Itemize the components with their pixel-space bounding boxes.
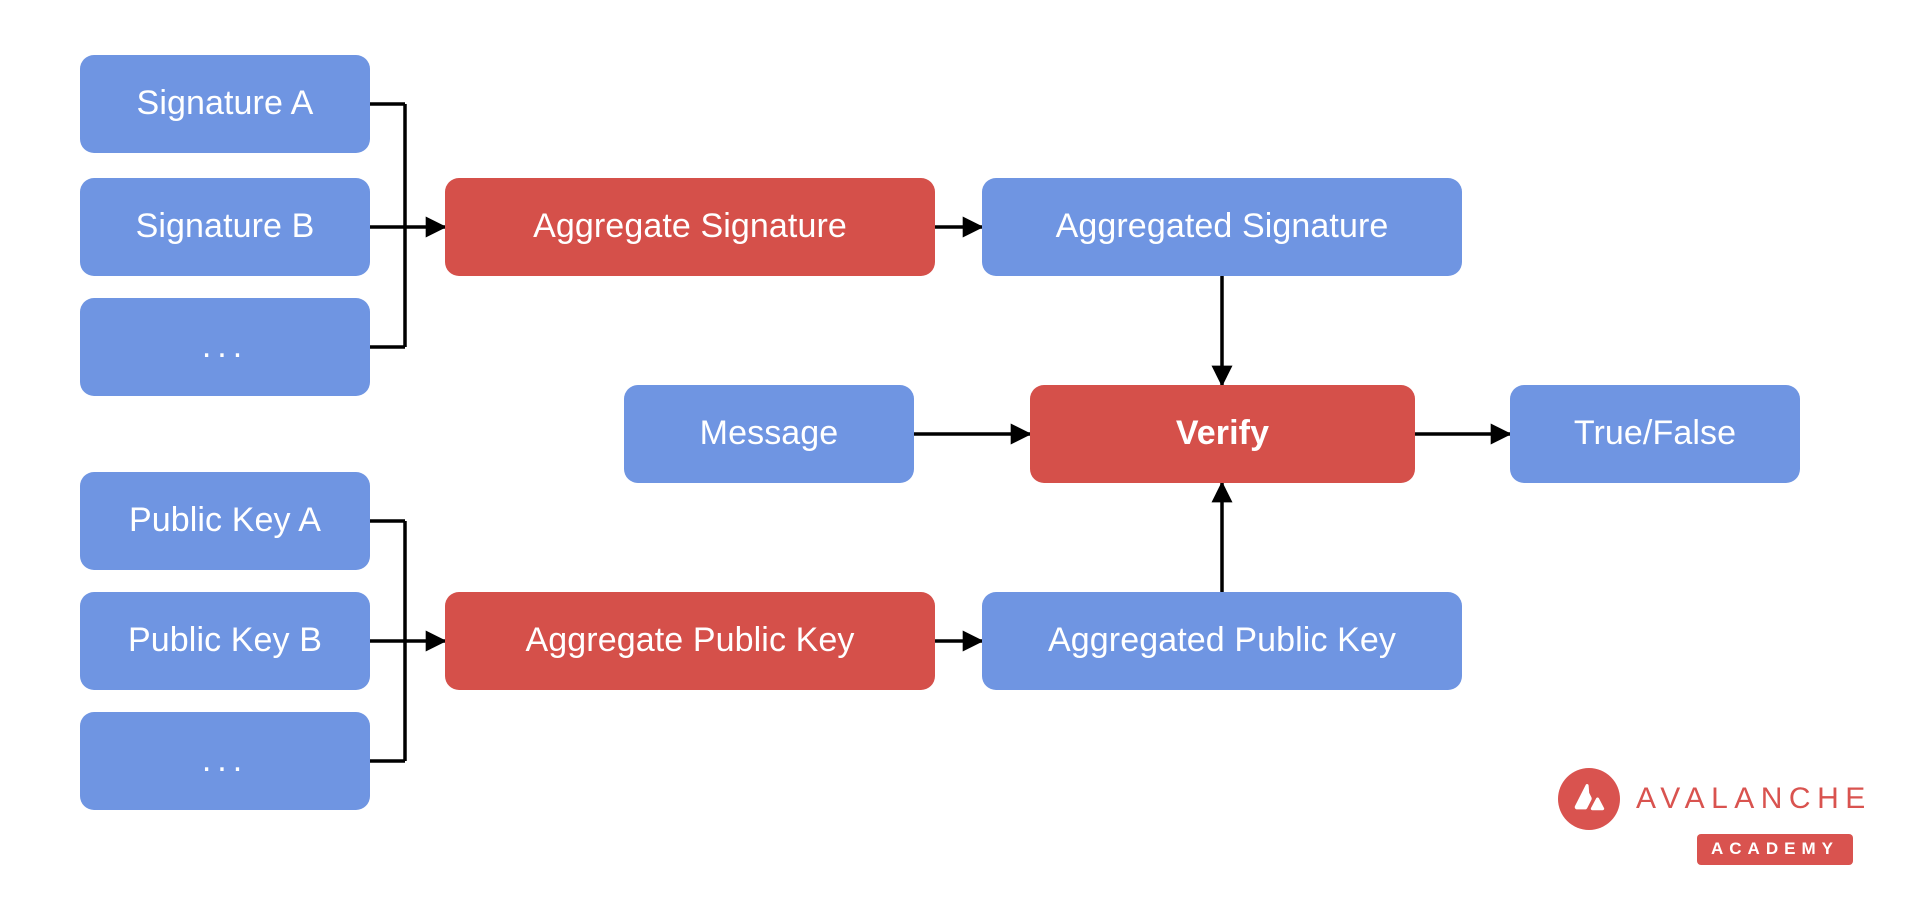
- edge-keys-bus-to-aggregate-public-key: [370, 519, 447, 763]
- node-aggregate-signature: Aggregate Signature: [445, 178, 935, 276]
- edge-sigs-bus-to-aggregate-signature: [370, 102, 447, 349]
- node-aggregated-signature: Aggregated Signature: [982, 178, 1462, 276]
- node-aggregated-public-key: Aggregated Public Key: [982, 592, 1462, 690]
- node-message: Message: [624, 385, 914, 483]
- node-verify: Verify: [1030, 385, 1415, 483]
- node-public-key-more: ...: [80, 712, 370, 810]
- logo-row: AVALANCHE: [1558, 768, 1872, 830]
- logo-academy-badge: ACADEMY: [1697, 834, 1853, 865]
- node-signature-more: ...: [80, 298, 370, 396]
- logo-wordmark: AVALANCHE: [1636, 782, 1872, 815]
- avalanche-mountain-glyph: [1574, 784, 1605, 811]
- node-aggregate-public-key: Aggregate Public Key: [445, 592, 935, 690]
- node-public-key-a: Public Key A: [80, 472, 370, 570]
- avalanche-academy-logo: AVALANCHE ACADEMY: [1558, 768, 1888, 865]
- node-signature-b: Signature B: [80, 178, 370, 276]
- node-true-false: True/False: [1510, 385, 1800, 483]
- node-public-key-b: Public Key B: [80, 592, 370, 690]
- node-signature-a: Signature A: [80, 55, 370, 153]
- avalanche-logo-mark-icon: [1558, 768, 1620, 830]
